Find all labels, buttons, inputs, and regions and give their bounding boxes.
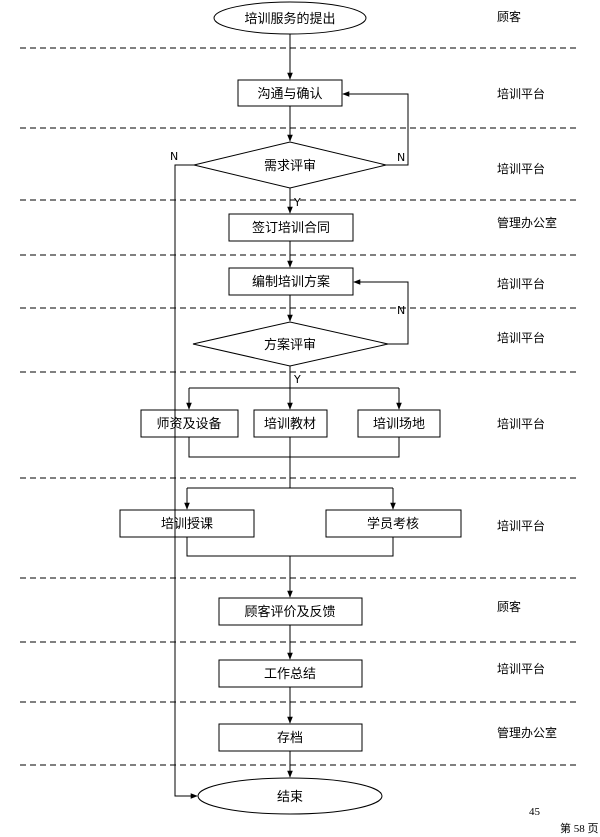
page-index: 第 58 页 [560, 821, 599, 835]
responsible-label: 管理办公室 [497, 725, 557, 740]
summary-label: 工作总结 [264, 667, 316, 682]
row-separators [20, 47, 580, 766]
start-label: 培训服务的提出 [244, 11, 335, 27]
responsible-label: 管理办公室 [497, 215, 557, 230]
plan-no-label: N [397, 304, 405, 317]
responsible-label: 培训平台 [497, 416, 545, 431]
teachers-box [140, 409, 239, 438]
responsible-label: 培训平台 [497, 161, 545, 176]
compile-plan-label: 编制培训方案 [252, 274, 330, 290]
demand-no-left-label: N [170, 150, 178, 163]
materials-label: 培训教材 [264, 416, 316, 432]
end-label: 结束 [277, 790, 303, 805]
responsible-label: 顾客 [497, 599, 521, 614]
sign-contract-label: 签订培训合同 [252, 220, 330, 236]
responsible-column: 顾客 培训平台 培训平台 管理办公室 培训平台 培训平台 培训平台 培训平台 顾… [497, 9, 557, 740]
arrow-plan-no-loop [353, 279, 409, 345]
feedback-box [218, 597, 363, 626]
archive-label: 存档 [277, 731, 303, 746]
summary-box [218, 659, 363, 688]
venue-label: 培训场地 [373, 416, 425, 432]
plan-yes-label: Y [293, 373, 301, 386]
delivery-merge-bar [186, 537, 394, 557]
page-number: 45 [529, 806, 541, 818]
end-terminal [197, 777, 383, 815]
responsible-label: 培训平台 [497, 661, 545, 676]
arrow-demand-no-to-end [174, 164, 198, 799]
demand-review-label: 需求评审 [264, 159, 316, 174]
assessment-label: 学员考核 [367, 516, 419, 532]
responsible-label: 培训平台 [497, 518, 545, 533]
compile-plan-box [228, 267, 354, 296]
plan-review-label: 方案评审 [264, 337, 316, 353]
communicate-label: 沟通与确认 [257, 87, 322, 102]
arrow-demand-no-loop [342, 91, 409, 166]
teaching-label: 培训授课 [161, 516, 213, 532]
archive-box [218, 723, 363, 752]
demand-yes-label: Y [293, 196, 301, 209]
responsible-label: 培训平台 [497, 276, 545, 291]
communicate-box [237, 79, 343, 107]
demand-no-right-label: N [397, 151, 405, 164]
responsible-label: 顾客 [497, 9, 521, 24]
feedback-label: 顾客评价及反馈 [244, 604, 335, 620]
teachers-label: 师资及设备 [156, 416, 221, 432]
responsible-label: 培训平台 [497, 330, 545, 345]
sign-contract-box [228, 213, 354, 242]
responsible-label: 培训平台 [497, 86, 545, 101]
assessment-box [325, 509, 462, 538]
connectors [174, 34, 409, 799]
resource-merge-bar [188, 437, 400, 458]
